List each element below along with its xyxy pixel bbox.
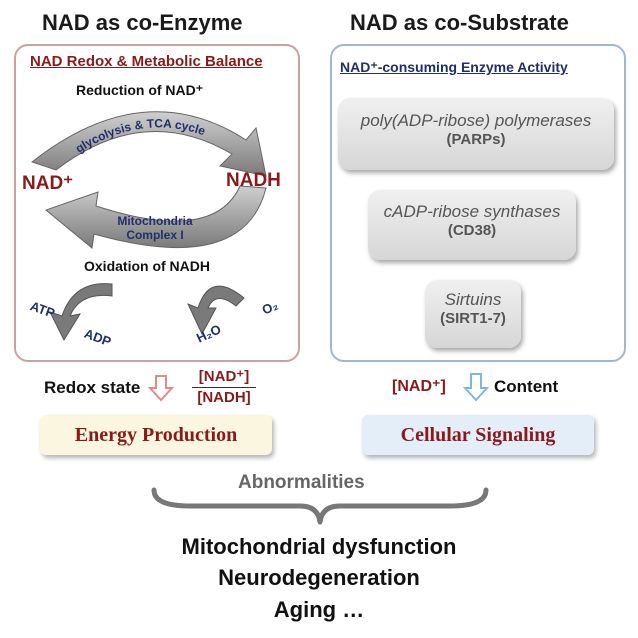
enzyme-name: Sirtuins xyxy=(444,290,502,309)
mitochondria-line2: Complex I xyxy=(126,228,184,242)
cellular-signaling-box: Cellular Signaling xyxy=(362,415,594,455)
reduction-label: Reduction of NAD⁺ xyxy=(76,82,204,98)
reduction-arrow xyxy=(30,111,267,177)
nadh-label: NADH xyxy=(226,170,281,191)
nad-plus-label: NAD⁺ xyxy=(22,173,74,194)
abnormalities-label: Abnormalities xyxy=(238,472,365,493)
outcome-aging: Aging … xyxy=(273,597,365,622)
mitochondria-line1: Mitochondria xyxy=(117,214,193,228)
nad-ratio: [NAD⁺] [NADH] xyxy=(188,368,260,407)
enzyme-abbr: (SIRT1-7) xyxy=(440,310,506,327)
redox-down-arrow xyxy=(148,375,174,402)
abnormalities-brace xyxy=(151,487,489,525)
oxidation-label: Oxidation of NADH xyxy=(84,258,210,274)
ratio-denominator: [NADH] xyxy=(197,389,251,406)
content-label: Content xyxy=(494,377,559,396)
ratio-divider xyxy=(192,387,256,388)
o2-h2o-arrow xyxy=(187,285,245,336)
cycle-top-label: glycolysis & TCA cycle xyxy=(73,116,208,155)
co-substrate-heading: NAD as co-Substrate xyxy=(350,10,569,35)
enzyme-card-parps: poly(ADP-ribose) polymerases (PARPs) xyxy=(338,98,614,170)
enzyme-card-sirtuins: Sirtuins (SIRT1-7) xyxy=(425,280,521,348)
mitochondria-label: Mitochondria Complex I xyxy=(100,214,210,242)
enzyme-abbr: (CD38) xyxy=(447,222,497,239)
enzyme-name: cADP-ribose synthases xyxy=(383,202,561,221)
outcome-mitochondrial: Mitochondrial dysfunction xyxy=(181,534,457,559)
co-enzyme-heading: NAD as co-Enzyme xyxy=(42,10,243,35)
outcome-neurodegeneration: Neurodegeneration xyxy=(218,565,420,590)
ratio-numerator: [NAD⁺] xyxy=(198,368,250,385)
energy-production-box: Energy Production xyxy=(40,415,272,455)
redox-cycle-diagram: glycolysis & TCA cycle xyxy=(30,111,267,342)
redox-state-label: Redox state xyxy=(44,378,141,397)
enzyme-name: poly(ADP-ribose) polymerases xyxy=(360,111,592,130)
enzyme-card-cd38: cADP-ribose synthases (CD38) xyxy=(368,190,576,260)
content-down-arrow xyxy=(463,373,489,402)
oxidation-arrow xyxy=(44,185,267,249)
enzyme-subtitle: NAD⁺-consuming Enzyme Activity xyxy=(340,59,568,75)
redox-subtitle: NAD Redox & Metabolic Balance xyxy=(30,53,263,70)
svg-text:glycolysis & TCA cycle: glycolysis & TCA cycle xyxy=(73,116,208,155)
nad-content-bracket: [NAD⁺] xyxy=(392,378,446,395)
atp-adp-arrow xyxy=(49,283,113,342)
enzyme-abbr: (PARPs) xyxy=(446,131,506,148)
